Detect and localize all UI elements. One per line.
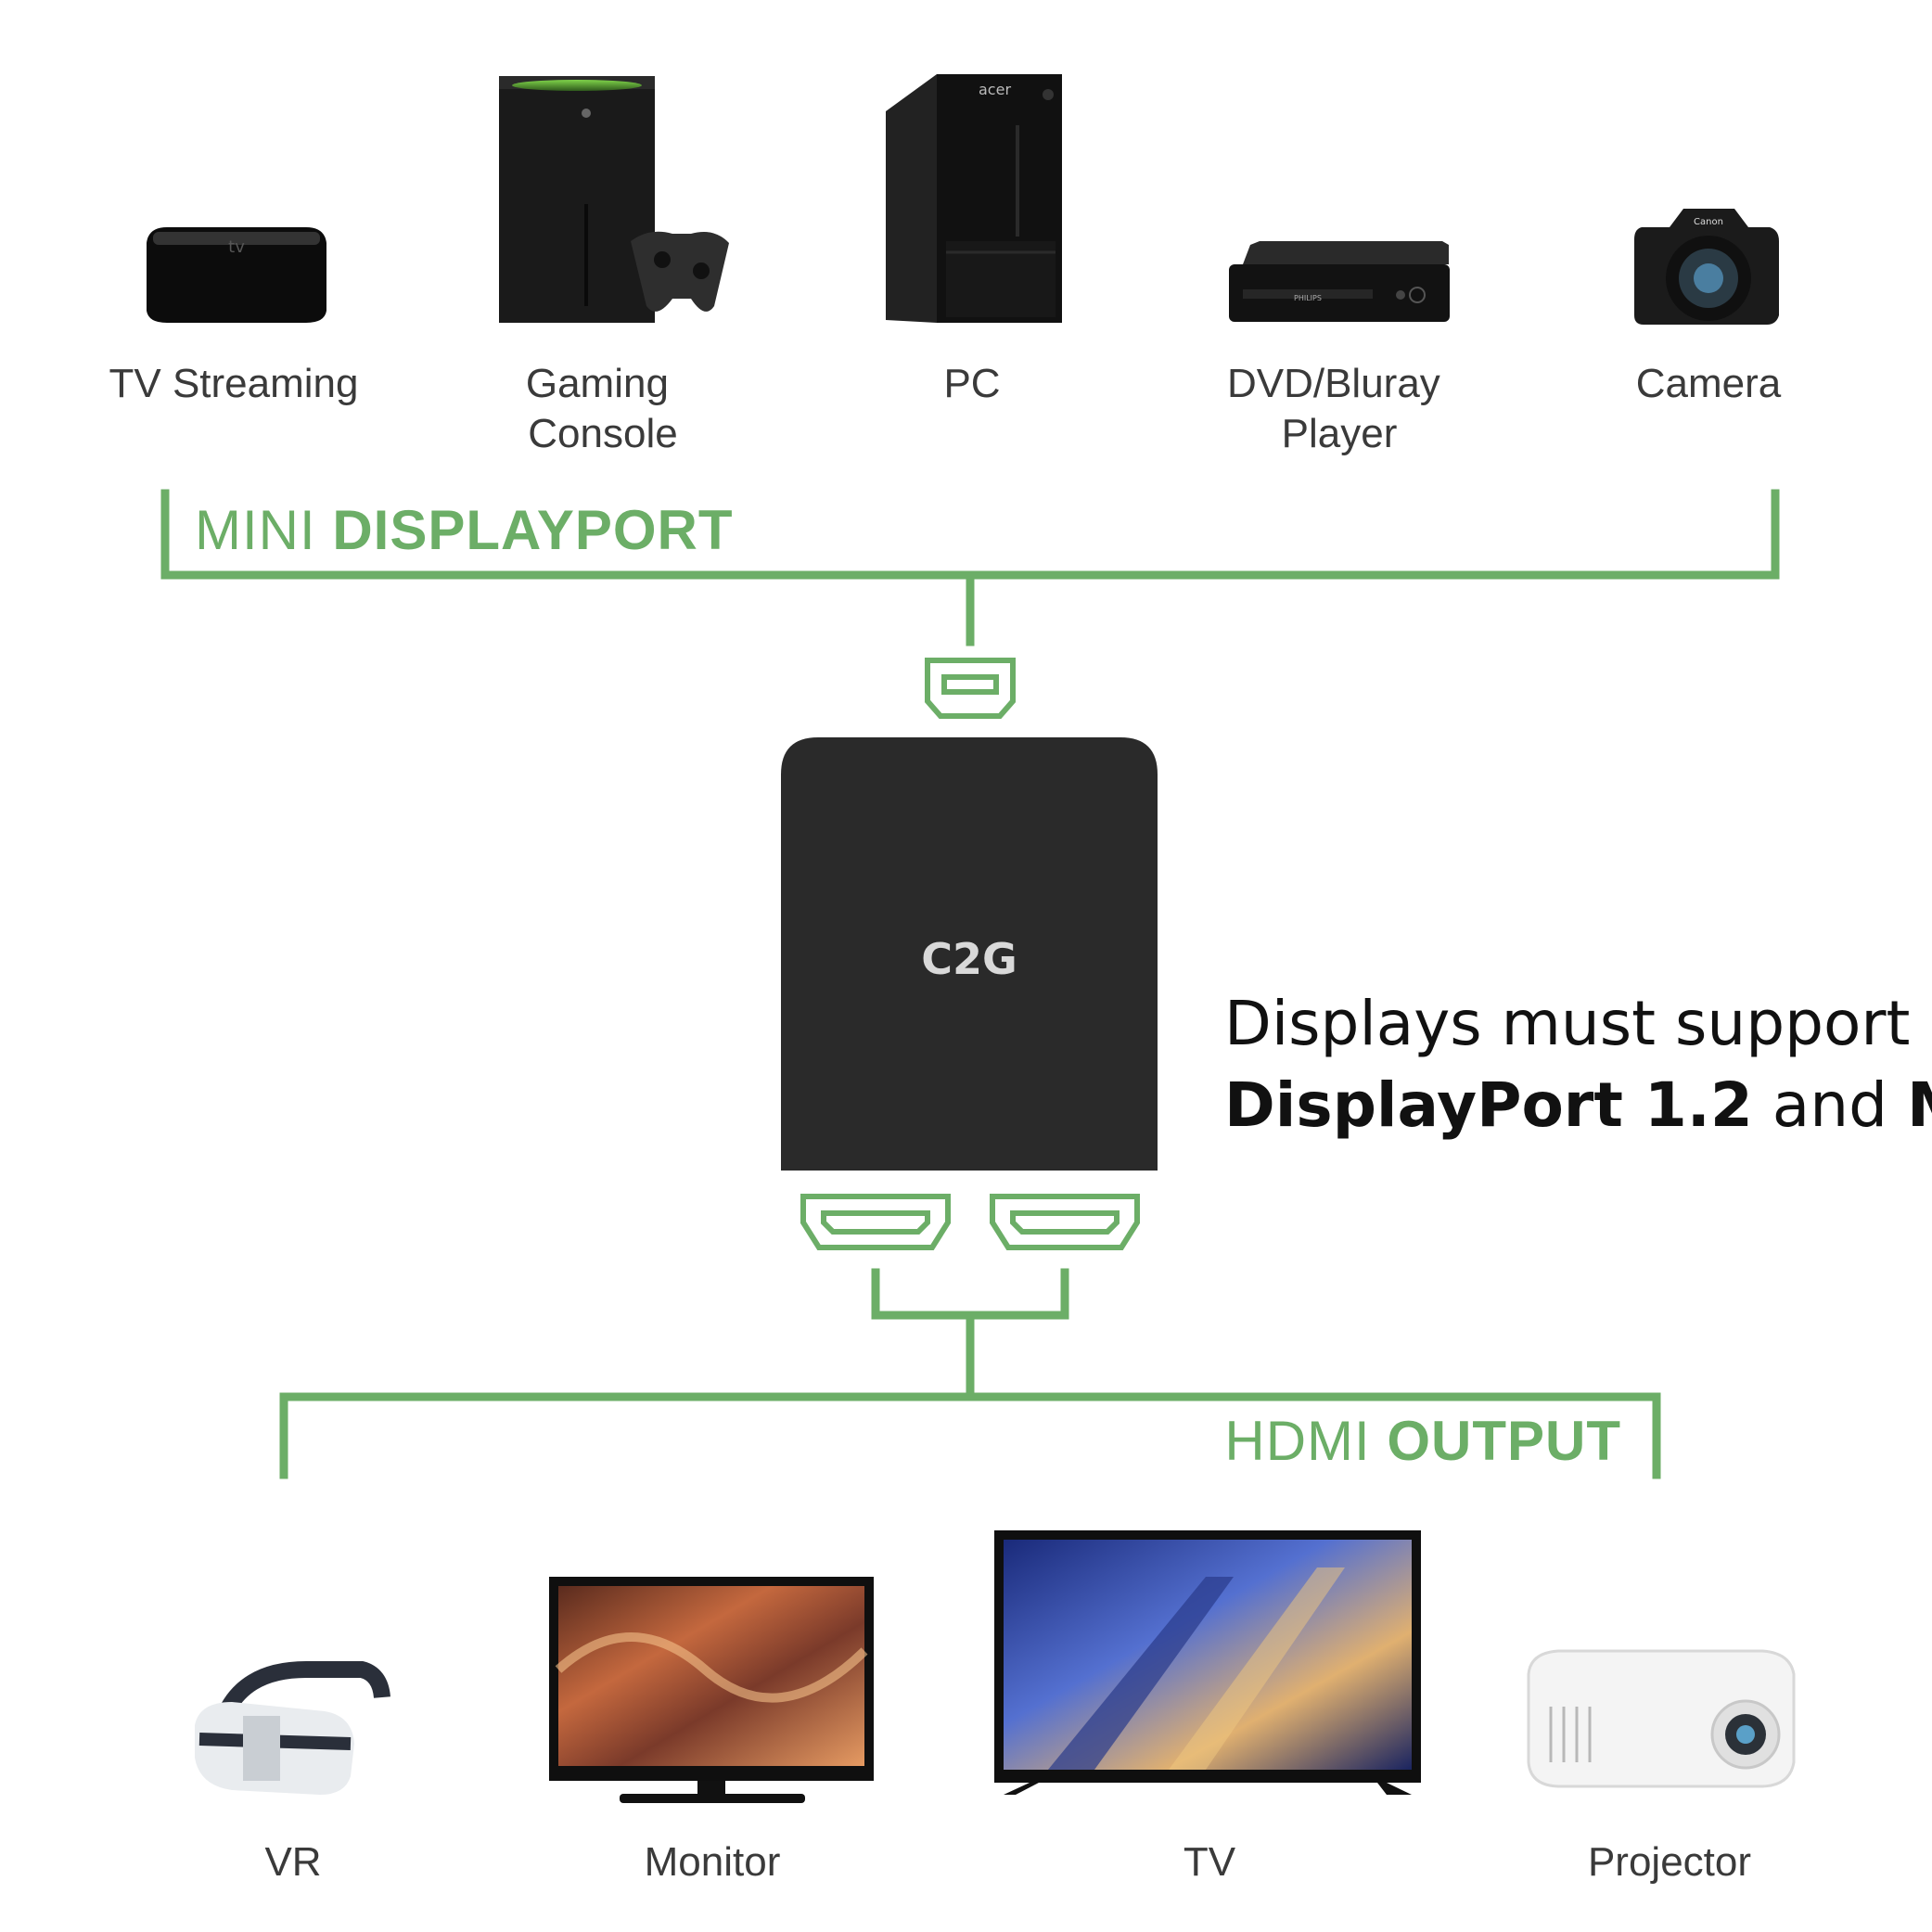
- bluray-player-icon: PHILIPS: [1229, 241, 1450, 322]
- apple-tv-icon: tv: [147, 227, 326, 323]
- input-bus-bracket: [160, 489, 1780, 646]
- output-label-tv: TV: [1184, 1839, 1236, 1885]
- svg-text:PHILIPS: PHILIPS: [1294, 294, 1322, 302]
- dslr-camera-icon: Canon: [1634, 209, 1779, 325]
- tv-icon: [994, 1530, 1421, 1795]
- output-label-monitor: Monitor: [645, 1839, 781, 1885]
- output-label-projector: Projector: [1588, 1839, 1751, 1885]
- vr-headset-icon: [195, 1661, 390, 1795]
- hdmi-port-icon: [990, 1194, 1140, 1250]
- svg-text:Canon: Canon: [1694, 217, 1723, 227]
- svg-text:tv: tv: [228, 237, 245, 257]
- source-label-tv-streaming: TV Streaming: [109, 361, 359, 406]
- hdmi-port-icon: [800, 1194, 951, 1250]
- adapter-brand: C2G: [921, 934, 1017, 984]
- mini-displayport-port-icon: [925, 658, 1016, 719]
- input-bus-title: MINI DISPLAYPORT: [195, 499, 734, 561]
- projector-icon: [1527, 1649, 1796, 1788]
- output-bus-bracket: [279, 1268, 1661, 1479]
- source-label-pc: PC: [943, 361, 1000, 406]
- adapter-body: [781, 737, 1158, 1171]
- source-label-gaming-console: Gaming Console: [526, 361, 680, 456]
- output-label-vr: VR: [264, 1839, 321, 1885]
- source-label-dvd-bluray-player: DVD/Bluray Player: [1227, 361, 1452, 456]
- compatibility-note: Displays must support DisplayPort 1.2 an…: [1224, 988, 1932, 1141]
- svg-text:acer: acer: [979, 81, 1011, 98]
- xbox-console-icon: [499, 76, 729, 323]
- monitor-icon: [549, 1577, 874, 1803]
- output-bus-title: HDMI OUTPUT: [1224, 1410, 1621, 1472]
- source-label-camera: Camera: [1636, 361, 1782, 406]
- pc-tower-icon: acer: [886, 74, 1062, 323]
